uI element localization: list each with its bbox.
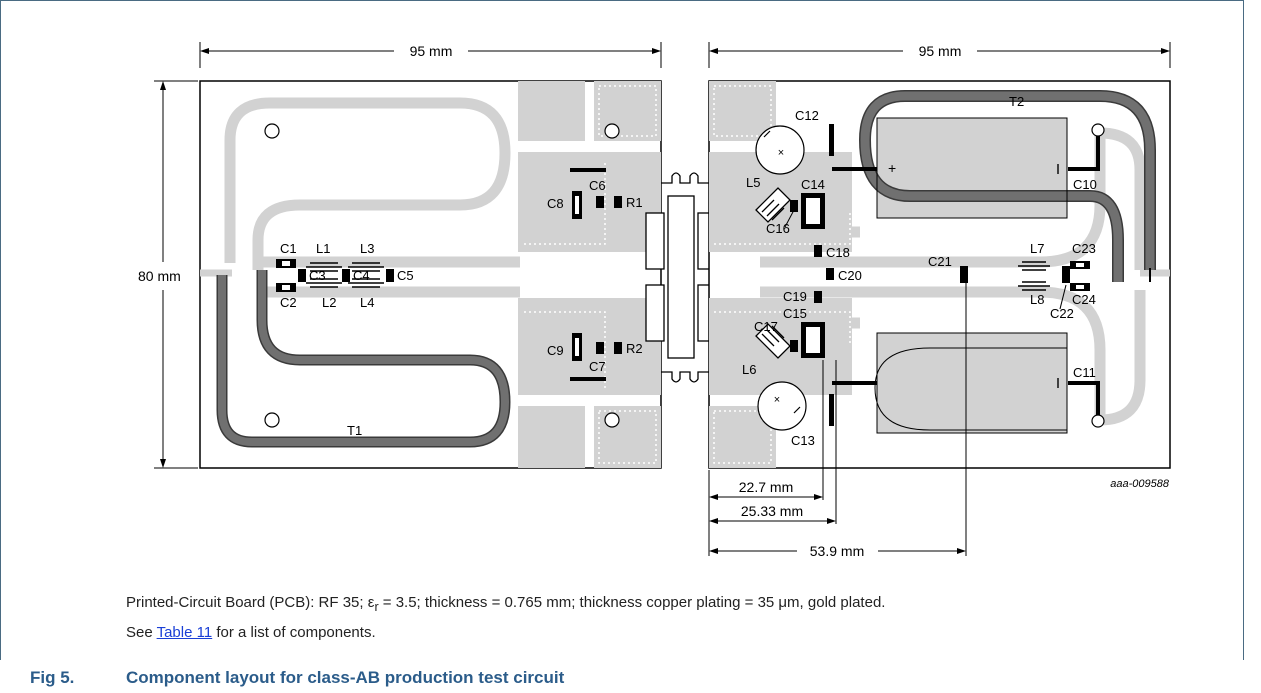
label-l3: L3 (360, 241, 374, 256)
label-leaders (784, 209, 1067, 310)
height-dimension-line (154, 80, 198, 469)
label-c1: C1 (280, 241, 297, 256)
component-labels: C1 C2 C3 C4 C5 C6 C7 C8 C9 C10 C11 C12 C… (280, 94, 1097, 448)
figure-frame-left-rule (0, 0, 1, 660)
label-c13: C13 (791, 433, 815, 448)
label-c17: C17 (754, 319, 778, 334)
dimension-53-9: 53.9 mm (810, 543, 864, 559)
pcb-spec-suffix: = 3.5; thickness = 0.765 mm; thickness c… (378, 594, 886, 611)
label-c23: C23 (1072, 241, 1096, 256)
table-reference-caption: See Table 11 for a list of components. (126, 624, 376, 641)
label-c7: C7 (589, 359, 606, 374)
svg-text:+: + (888, 160, 896, 176)
label-c5: C5 (397, 268, 414, 283)
label-c12: C12 (795, 108, 819, 123)
label-l1: L1 (316, 241, 330, 256)
figure-frame (0, 0, 1244, 660)
dimension-22-7: 22.7 mm (739, 479, 793, 495)
pcb-component-layout-drawing: 95 mm 95 mm 80 mm (138, 42, 1171, 559)
left-board (199, 80, 662, 469)
height-label: 80 mm (138, 268, 181, 284)
svg-text:×: × (774, 394, 780, 406)
label-c21: C21 (928, 254, 952, 269)
label-c4: C4 (353, 268, 370, 283)
label-l4: L4 (360, 295, 374, 310)
label-c24: C24 (1072, 292, 1096, 307)
label-c22: C22 (1050, 306, 1074, 321)
pcb-spec-prefix: Printed-Circuit Board (PCB): RF 35; ε (126, 594, 375, 611)
label-c19: C19 (783, 289, 807, 304)
label-l8: L8 (1030, 292, 1044, 307)
right-board: + × × (708, 80, 1171, 469)
table-11-link[interactable]: Table 11 (156, 624, 213, 641)
label-c15: C15 (783, 306, 807, 321)
label-r2: R2 (626, 341, 643, 356)
pcb-spec-caption: Printed-Circuit Board (PCB): RF 35; εr =… (126, 594, 885, 614)
bottom-dimension-lines (708, 270, 967, 556)
label-l7: L7 (1030, 241, 1044, 256)
dimension-25-33: 25.33 mm (741, 503, 803, 519)
label-l5: L5 (746, 175, 760, 190)
label-c11: C11 (1073, 365, 1096, 380)
label-c9: C9 (547, 343, 564, 358)
label-l2: L2 (322, 295, 336, 310)
figure-title: Component layout for class-AB production… (126, 668, 565, 687)
top-dimension-lines (199, 42, 1171, 68)
pcb-spec-subscript: r (374, 600, 379, 614)
drawing-reference: aaa-009588 (1110, 478, 1170, 490)
svg-text:×: × (778, 147, 784, 159)
label-c20: C20 (838, 268, 862, 283)
left-width-label: 95 mm (410, 43, 453, 59)
label-c3: C3 (309, 268, 326, 283)
label-c14: C14 (801, 177, 825, 192)
right-width-label: 95 mm (919, 43, 962, 59)
figure-caption: Fig 5. Component layout for class-AB prod… (30, 668, 564, 688)
label-t2: T2 (1009, 94, 1024, 109)
label-t1: T1 (347, 423, 362, 438)
label-l6: L6 (742, 362, 756, 377)
label-r1: R1 (626, 195, 643, 210)
label-c18: C18 (826, 245, 850, 260)
label-c16: C16 (766, 221, 790, 236)
label-c8: C8 (547, 196, 564, 211)
see-suffix: for a list of components. (212, 624, 376, 641)
label-c2: C2 (280, 295, 297, 310)
label-c6: C6 (589, 178, 606, 193)
see-prefix: See (126, 624, 157, 641)
label-c10: C10 (1073, 177, 1097, 192)
figure-number: Fig 5. (30, 668, 75, 687)
